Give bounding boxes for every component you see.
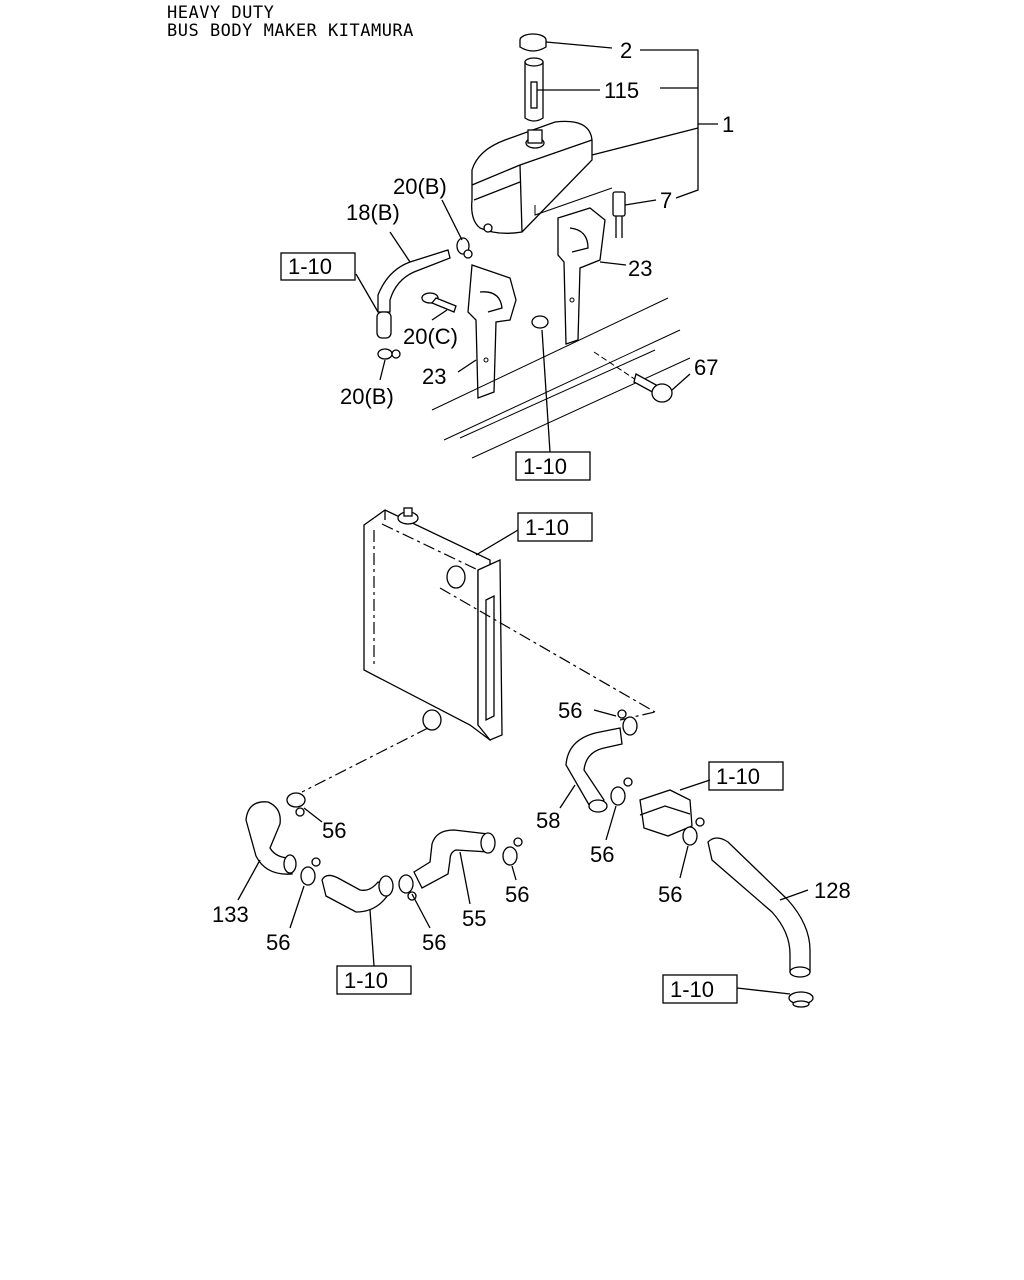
ref-box-2[interactable]: 1-10: [515, 451, 591, 481]
callout-56-g: 56: [505, 882, 529, 907]
callout-23-right: 23: [628, 256, 652, 281]
callout-115: 115: [604, 78, 639, 103]
radiator-assembly: [301, 507, 656, 793]
hose-58-part[interactable]: [559, 727, 623, 813]
ref-box-5[interactable]: 1-10: [336, 965, 412, 995]
clamp-56-133-top[interactable]: [286, 792, 323, 823]
callout-128: 128: [814, 878, 851, 903]
callout-2: 2: [620, 38, 632, 63]
callout-56-c: 56: [590, 842, 614, 867]
ref-box-5-label: 1-10: [344, 968, 388, 993]
filler-tube-part[interactable]: [524, 57, 600, 122]
level-sensor-part[interactable]: [612, 191, 657, 238]
callout-7: 7: [660, 188, 672, 213]
ref-box-3[interactable]: 1-10: [517, 512, 593, 542]
ref-box-4-label: 1-10: [716, 764, 760, 789]
ref-box-1[interactable]: 1-10: [280, 252, 356, 281]
clamp-56-connector[interactable]: [679, 817, 705, 879]
callout-56-b: 56: [322, 818, 346, 843]
clamp-56-pipe[interactable]: [398, 874, 431, 929]
ref-box-6[interactable]: 1-10: [662, 974, 738, 1004]
bolt-67-part[interactable]: [593, 351, 691, 403]
ref-box-3-label: 1-10: [525, 515, 569, 540]
callout-1: 1: [722, 112, 734, 137]
callout-18b: 18(B): [346, 200, 400, 225]
clamp-56-mid[interactable]: [605, 777, 633, 841]
callout-20b-bottom: 20(B): [340, 384, 394, 409]
clip-center-part[interactable]: [531, 315, 551, 453]
callout-56-e: 56: [266, 930, 290, 955]
clamp-56-55[interactable]: [502, 837, 523, 881]
hose-clamp-20b-top[interactable]: [441, 199, 473, 259]
clip-20c-part[interactable]: [421, 292, 457, 321]
ref-box-6-label: 1-10: [670, 977, 714, 1002]
hose-128-part[interactable]: [707, 837, 811, 978]
connector-pipe-part[interactable]: [639, 779, 711, 837]
cap-part[interactable]: [519, 33, 613, 52]
header-line-2: BUS BODY MAKER KITAMURA: [167, 21, 414, 41]
pipe-middle-part[interactable]: [321, 874, 394, 967]
callout-58: 58: [536, 808, 560, 833]
hose-clamp-20b-bottom[interactable]: [377, 348, 401, 381]
reserve-tank-part[interactable]: [471, 120, 699, 234]
ref-box-2-label: 1-10: [523, 454, 567, 479]
callout-23-left: 23: [422, 364, 446, 389]
callout-20c: 20(C): [403, 324, 458, 349]
callout-56-a: 56: [558, 698, 582, 723]
callout-133: 133: [212, 902, 249, 927]
body-frame-rails: [431, 297, 691, 459]
left-bracket-part[interactable]: [457, 264, 517, 399]
callout-55: 55: [462, 906, 486, 931]
callout-56-f: 56: [422, 930, 446, 955]
hose-55-part[interactable]: [413, 829, 496, 905]
clamp-56-133-bottom[interactable]: [289, 857, 321, 929]
header-line-1: HEAVY DUTY: [167, 3, 275, 23]
clamp-bottom-right[interactable]: [736, 987, 814, 1008]
clamp-56-top[interactable]: [593, 709, 638, 736]
ref-box-4[interactable]: 1-10: [708, 761, 784, 791]
overflow-hose-part[interactable]: [355, 231, 451, 339]
right-bracket-part[interactable]: [557, 207, 627, 345]
callout-20b-top: 20(B): [393, 174, 447, 199]
diagram-header: HEAVY DUTY BUS BODY MAKER KITAMURA: [167, 4, 414, 40]
callout-67: 67: [694, 355, 718, 380]
ref-box-1-label: 1-10: [288, 254, 332, 279]
reserve-tank-assembly: [355, 33, 718, 459]
callout-56-d: 56: [658, 882, 682, 907]
hose-133-part[interactable]: [237, 801, 297, 901]
